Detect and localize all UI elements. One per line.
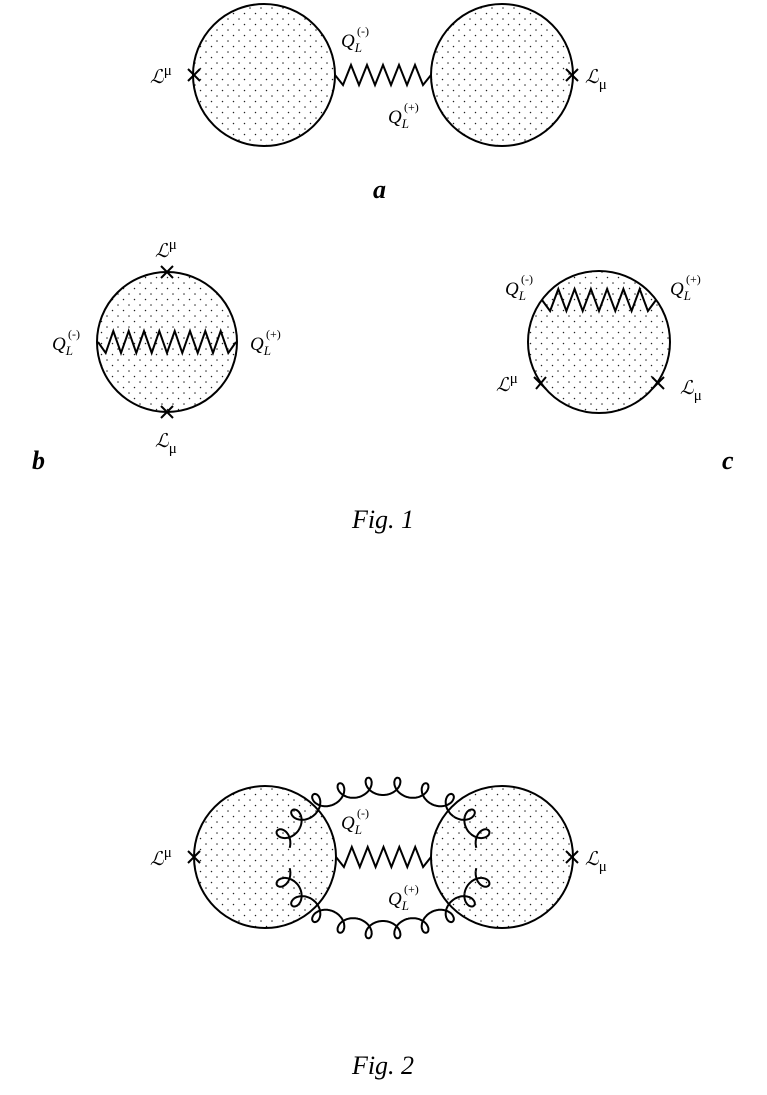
- fig1a-right-blob: [430, 3, 574, 147]
- fig1a-charge-plus-sup: (+): [404, 100, 419, 114]
- fig1b-charge-minus-label: QL: [52, 334, 73, 358]
- fig1c-charge-minus-sup: (-): [521, 272, 533, 286]
- fig1a-current-left-label: ℒμ: [150, 63, 172, 88]
- fig1c-zigzag-line: [541, 286, 657, 314]
- fig1b-panel-letter: b: [32, 446, 45, 475]
- fig2-charge-plus-sup: (+): [404, 882, 419, 896]
- fig1c-left-vertex-cross: [533, 376, 547, 390]
- fig1c-charge-minus-label: QL: [505, 279, 526, 303]
- fig1c-charge-plus-sup: (+): [686, 272, 701, 286]
- fig2-left-vertex-cross: [187, 850, 201, 864]
- fig1b-charge-minus-sup: (-): [68, 327, 80, 341]
- fig1-panel-c: ℒμ ℒμ QL (-) QL (+) c: [496, 270, 734, 475]
- fig2-charge-plus-label: QL: [388, 889, 409, 913]
- fig1b-zigzag-line: [97, 327, 237, 357]
- fig1a-right-vertex-cross: [565, 68, 579, 82]
- fig1c-right-vertex-cross: [651, 376, 665, 390]
- fig2-right-blob: [430, 785, 574, 929]
- fig2-caption: Fig. 2: [351, 1051, 414, 1080]
- fig1b-bottom-vertex-cross: [160, 405, 174, 419]
- fig2-zigzag-line: [335, 844, 432, 870]
- fig1a-charge-minus-sup: (-): [357, 24, 369, 38]
- fig1b-current-bottom-label: ℒμ: [155, 431, 177, 457]
- fig2-current-right-label: ℒμ: [585, 849, 607, 875]
- fig1a-left-blob: [192, 3, 336, 147]
- fig1a-charge-minus-label: QL: [341, 31, 362, 55]
- fig2-current-left-label: ℒμ: [150, 845, 172, 870]
- fig1b-charge-plus-label: QL: [250, 334, 271, 358]
- fig1-panel-b: ℒμ ℒμ QL (-) QL (+) b: [32, 237, 281, 475]
- fig1a-panel-letter: a: [373, 175, 386, 204]
- fig1a-current-right-label: ℒμ: [585, 67, 607, 93]
- fig2-right-vertex-cross: [565, 850, 579, 864]
- fig2-diagram: ℒμ ℒμ QL (-) QL (+): [150, 776, 607, 940]
- fig1b-top-vertex-cross: [160, 265, 174, 279]
- fig2-left-blob: [193, 785, 337, 929]
- fig2-charge-minus-label: QL: [341, 813, 362, 837]
- fig1a-zigzag-line: [334, 62, 432, 88]
- fig1c-current-right-label: ℒμ: [680, 378, 702, 404]
- fig1a-left-vertex-cross: [187, 68, 201, 82]
- fig1b-charge-plus-sup: (+): [266, 327, 281, 341]
- fig1a-charge-plus-label: QL: [388, 107, 409, 131]
- fig1-caption: Fig. 1: [351, 505, 414, 534]
- fig1c-charge-plus-label: QL: [670, 279, 691, 303]
- fig2-charge-minus-sup: (-): [357, 806, 369, 820]
- fig1b-current-top-label: ℒμ: [155, 237, 177, 262]
- fig1c-current-left-label: ℒμ: [496, 371, 518, 396]
- fig1-panel-a: ℒμ ℒμ QL (-) QL (+) a: [150, 3, 607, 204]
- fig1c-blob: [527, 270, 671, 414]
- fig1c-panel-letter: c: [722, 446, 734, 475]
